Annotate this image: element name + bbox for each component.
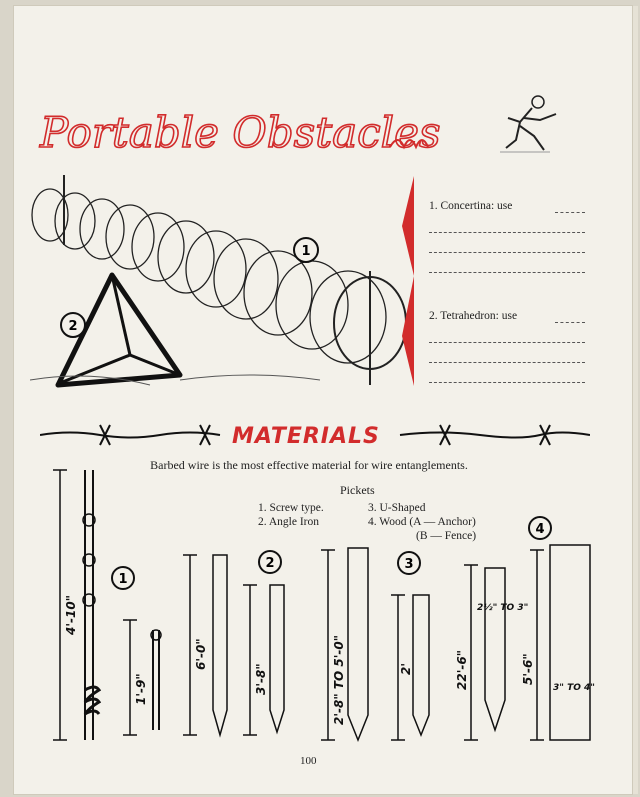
answer-line (429, 272, 585, 273)
answer-line (429, 342, 585, 343)
measure-wood-anchor-dia: 2½" TO 3" (477, 603, 528, 613)
page-number: 100 (300, 755, 317, 767)
answer-line (429, 362, 585, 363)
measure-u-short: 2' (399, 663, 413, 675)
document-page (14, 6, 632, 794)
drawing-number-2: 2 (265, 556, 274, 571)
picket-type-4b: (B — Fence) (416, 530, 477, 542)
barbed-wire-divider (40, 424, 590, 446)
obstacle-item-tetrahedron: 2. Tetrahedron: use (429, 310, 518, 322)
obstacle-item-concertina: 1. Concertina: use (429, 200, 513, 212)
pickets-title: Pickets (340, 483, 375, 497)
picket-type-4: 4. Wood (A — Anchor) (368, 516, 476, 528)
picket-type-1: 1. Screw type. (258, 502, 324, 514)
measure-screw-long: 4'-10" (64, 595, 78, 636)
measure-wood-anchor: 22'-6" (455, 650, 469, 690)
callout-2: 2 (68, 319, 77, 334)
answer-line (429, 382, 585, 383)
drawing-number-4: 4 (535, 522, 544, 537)
callout-1: 1 (301, 244, 310, 259)
measure-screw-short: 1'-9" (134, 673, 148, 705)
measure-angle-short: 3'-8" (254, 663, 268, 695)
answer-line (429, 252, 585, 253)
picket-drawings: 1 2 3 4 4'-10" 1'-9" 6'-0" 3'-8" 2'-8" T… (53, 469, 595, 743)
picket-type-3: 3. U-Shaped (368, 502, 426, 514)
running-man-illustration (500, 95, 557, 153)
measure-angle-long: 6'-0" (194, 638, 208, 670)
measure-wood-fence: 5'-6" (521, 653, 535, 685)
title-text: Portable Obstacles (39, 108, 441, 157)
materials-heading: MATERIALS (232, 424, 380, 449)
intro-text: Barbed wire is the most effective materi… (150, 458, 468, 472)
answer-line (429, 232, 585, 233)
drawing-number-3: 3 (404, 557, 413, 572)
measure-wood-fence-dia: 3" TO 4" (553, 683, 595, 693)
drawing-number-1: 1 (118, 572, 127, 587)
picket-type-2: 2. Angle Iron (258, 516, 320, 528)
measure-u-long: 2'-8" TO 5'-0" (332, 635, 346, 725)
red-wedge-marker (402, 176, 414, 386)
obstacle-list: 1. Concertina: use 2. Tetrahedron: use (413, 200, 598, 390)
page-title: Portable Obstacles (38, 107, 441, 158)
concertina-tetrahedron-illustration: 1 2 (30, 175, 407, 388)
